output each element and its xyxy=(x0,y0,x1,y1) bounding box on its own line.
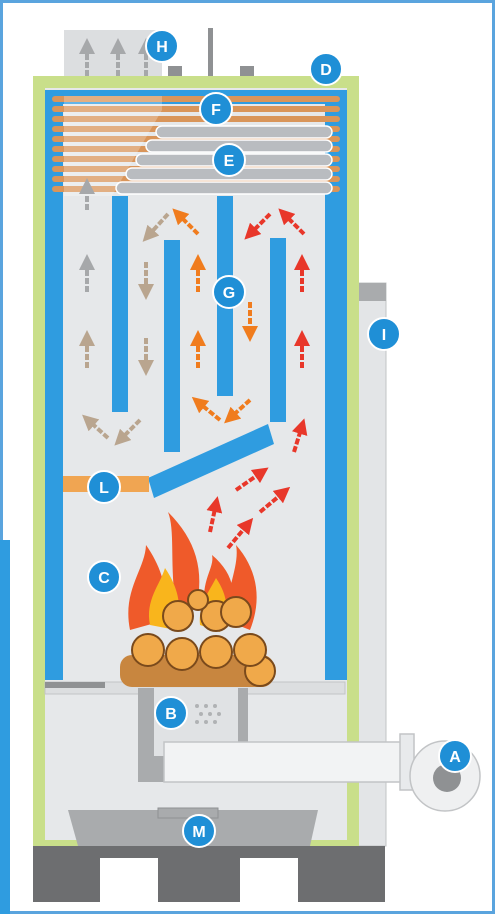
badge-d: D xyxy=(310,53,342,85)
badge-b-label: B xyxy=(165,706,177,723)
badge-c-label: C xyxy=(98,570,110,587)
grate-left xyxy=(45,682,105,688)
badge-a: A xyxy=(439,740,471,772)
badge-g: G xyxy=(213,276,245,308)
badge-g-label: G xyxy=(223,285,235,302)
badge-m-label: M xyxy=(192,824,205,841)
flue-rod xyxy=(208,28,213,76)
badge-f-label: F xyxy=(211,102,221,119)
badge-a-label: A xyxy=(449,749,461,766)
base xyxy=(33,846,385,902)
base-foot-gap-2 xyxy=(240,858,298,902)
badge-l-label: L xyxy=(99,480,109,497)
badge-i-label: I xyxy=(382,327,386,344)
base-foot-gap-1 xyxy=(100,858,158,902)
badge-h-label: H xyxy=(156,39,168,56)
badge-h: H xyxy=(146,30,178,62)
left-edge-strip xyxy=(0,540,10,914)
ash-tray-handle xyxy=(158,808,218,818)
badge-c: C xyxy=(88,561,120,593)
badge-m: M xyxy=(183,815,215,847)
badge-d-label: D xyxy=(320,62,332,79)
fan-pipe xyxy=(164,742,404,782)
badge-f: F xyxy=(200,93,232,125)
badge-e-label: E xyxy=(224,153,235,170)
badge-b: B xyxy=(155,697,187,729)
badge-l: L xyxy=(88,471,120,503)
badge-e: E xyxy=(213,144,245,176)
badge-i: I xyxy=(368,318,400,350)
side-panel-cap xyxy=(355,283,386,301)
